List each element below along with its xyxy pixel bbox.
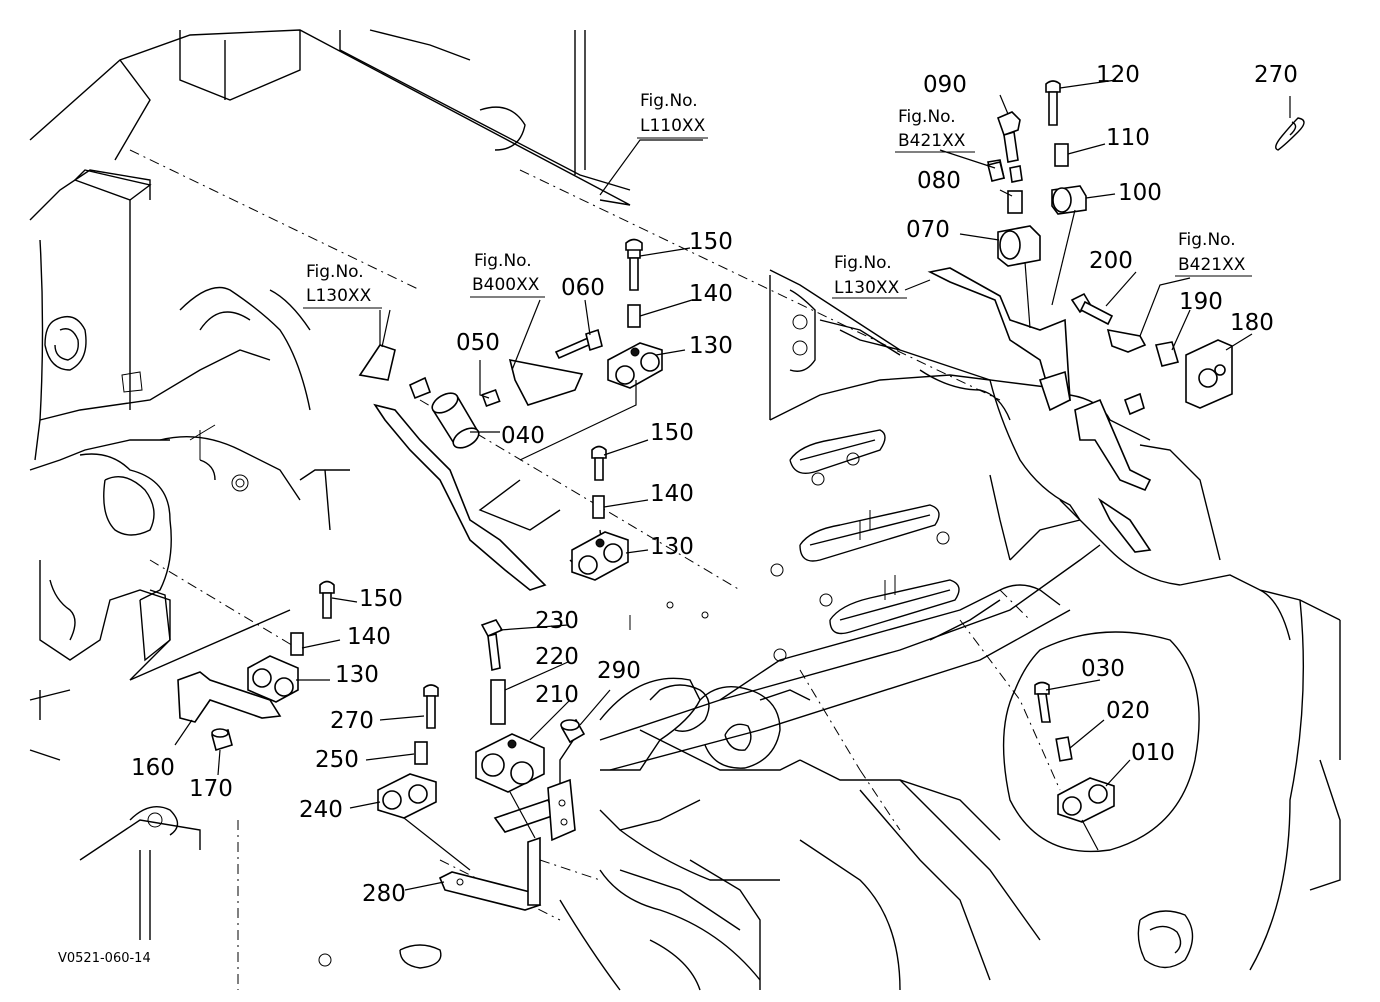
label-180: 180 xyxy=(1230,310,1274,336)
fig-bracket-l130-right xyxy=(927,267,1152,553)
label-150-top: 150 xyxy=(689,229,733,255)
part-010 xyxy=(1057,777,1115,823)
label-130-top: 130 xyxy=(689,333,733,359)
machine-frame xyxy=(29,29,1341,991)
part-130-left xyxy=(247,655,299,703)
label-020: 020 xyxy=(1106,698,1150,724)
fig-ref-b421-right-label: Fig.No. xyxy=(1178,230,1236,250)
fig-ref-l130-left-code: L130XX xyxy=(306,286,372,306)
fig-ref-l130-left-label: Fig.No. xyxy=(306,262,364,282)
part-030 xyxy=(1034,681,1051,723)
part-220 xyxy=(490,679,506,725)
label-160: 160 xyxy=(131,755,175,781)
label-120: 120 xyxy=(1096,62,1140,88)
part-280 xyxy=(438,778,576,911)
label-280: 280 xyxy=(362,881,406,907)
label-240: 240 xyxy=(299,797,343,823)
label-030: 030 xyxy=(1081,656,1125,682)
leader-lines xyxy=(174,79,1291,891)
label-040: 040 xyxy=(501,423,545,449)
label-010: 010 xyxy=(1131,740,1175,766)
part-200 xyxy=(1070,292,1147,353)
label-200: 200 xyxy=(1089,248,1133,274)
part-170 xyxy=(211,728,233,752)
part-140-top xyxy=(627,304,641,328)
part-150-mid xyxy=(591,445,607,481)
part-020 xyxy=(1055,736,1073,762)
part-130-top xyxy=(607,342,663,389)
part-120 xyxy=(1045,80,1061,126)
part-290 xyxy=(560,718,586,744)
fig-references: Fig.No. L110XX Fig.No. B400XX Fig.No. L1… xyxy=(303,91,1252,309)
fig-ref-b421-top-label: Fig.No. xyxy=(898,107,956,127)
fig-ref-l110-label: Fig.No. xyxy=(640,91,698,111)
label-130-mid: 130 xyxy=(650,534,694,560)
part-110 xyxy=(1054,143,1069,167)
label-230: 230 xyxy=(535,608,579,634)
label-140-top: 140 xyxy=(689,281,733,307)
part-080 xyxy=(1007,190,1023,214)
label-260: 270 xyxy=(330,708,374,734)
label-140-mid: 140 xyxy=(650,481,694,507)
label-220: 220 xyxy=(535,644,579,670)
fig-ref-l130-right-label: Fig.No. xyxy=(834,253,892,273)
part-260 xyxy=(423,684,439,729)
part-150-left xyxy=(319,580,335,619)
part-number-labels: 150 140 130 060 050 040 150 140 130 150 … xyxy=(131,62,1298,907)
fig-ref-b421-top-code: B421XX xyxy=(898,131,966,151)
fig-ref-b400-code: B400XX xyxy=(472,275,540,295)
part-240 xyxy=(377,773,437,819)
label-150-left: 150 xyxy=(359,586,403,612)
fig-ref-l110-code: L110XX xyxy=(640,116,706,136)
label-250: 250 xyxy=(315,747,359,773)
fig-bracket-l130-left xyxy=(358,344,547,591)
label-090: 090 xyxy=(923,72,967,98)
drawing-code: V0521-060-14 xyxy=(58,951,151,966)
part-040 xyxy=(431,392,480,449)
part-100 xyxy=(1051,185,1087,215)
label-050: 050 xyxy=(456,330,500,356)
part-140-mid xyxy=(592,495,605,519)
part-070 xyxy=(997,225,1041,267)
part-140-left xyxy=(290,632,304,656)
part-160 xyxy=(177,671,282,723)
part-250 xyxy=(414,741,428,765)
label-290: 290 xyxy=(597,658,641,684)
fig-ref-b421-right-code: B421XX xyxy=(1178,255,1246,275)
part-150-top xyxy=(625,238,643,291)
detail-callout-010 xyxy=(1002,631,1200,853)
label-080: 080 xyxy=(917,168,961,194)
label-140-left: 140 xyxy=(347,624,391,650)
part-270 xyxy=(1275,117,1305,151)
label-060: 060 xyxy=(561,275,605,301)
part-190 xyxy=(1154,341,1180,367)
label-170: 170 xyxy=(189,776,233,802)
part-050 xyxy=(481,388,501,408)
part-130-mid xyxy=(571,531,629,581)
label-100: 100 xyxy=(1118,180,1162,206)
fig-ref-b400-label: Fig.No. xyxy=(474,251,532,271)
label-270: 270 xyxy=(1254,62,1298,88)
label-130-left: 130 xyxy=(335,662,379,688)
part-210 xyxy=(475,733,545,793)
fig-ref-l130-right-code: L130XX xyxy=(834,278,900,298)
label-150-mid: 150 xyxy=(650,420,694,446)
label-070: 070 xyxy=(906,217,950,243)
label-190: 190 xyxy=(1179,289,1223,315)
part-180 xyxy=(1185,339,1233,409)
label-210: 210 xyxy=(535,682,579,708)
label-110: 110 xyxy=(1106,125,1150,151)
part-230 xyxy=(480,619,504,671)
